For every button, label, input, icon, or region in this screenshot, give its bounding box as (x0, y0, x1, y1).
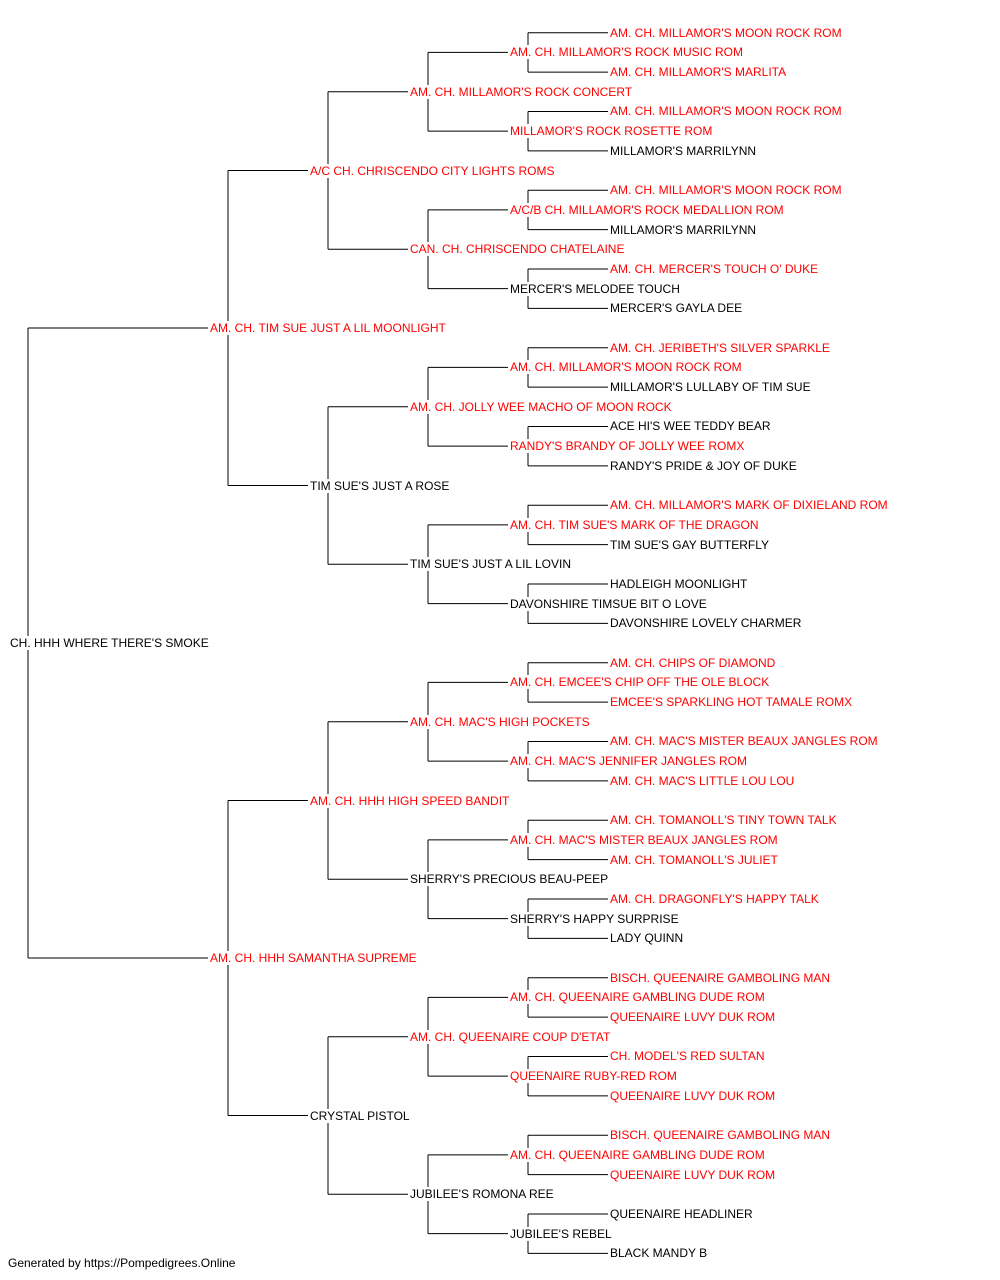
pedigree-great-grandparent-name: TIM SUE'S JUST A LIL LOVIN (408, 557, 574, 572)
pedigree-great-grandparent-name: AM. CH. JOLLY WEE MACHO OF MOON ROCK (408, 399, 674, 414)
pedigree-ggg-grandparent-name: AM. CH. JERIBETH'S SILVER SPARKLE (608, 340, 832, 355)
pedigree-parent-name: AM. CH. HHH SAMANTHA SUPREME (208, 951, 419, 965)
pedigree-great-grandparent-name: AM. CH. MAC'S HIGH POCKETS (408, 714, 592, 729)
pedigree-ggg-grandparent-name: AM. CH. MAC'S LITTLE LOU LOU (608, 773, 797, 788)
pedigree-gg-grandparent-name: AM. CH. TIM SUE'S MARK OF THE DRAGON (508, 517, 761, 532)
pedigree-ggg-grandparent-name: AM. CH. DRAGONFLY'S HAPPY TALK (608, 891, 821, 906)
pedigree-gg-grandparent-name: DAVONSHIRE TIMSUE BIT O LOVE (508, 596, 709, 611)
pedigree-grandparent-name: CRYSTAL PISTOL (308, 1108, 412, 1123)
pedigree-gg-grandparent-name: SHERRY'S HAPPY SURPRISE (508, 911, 681, 926)
pedigree-ggg-grandparent-name: RANDY'S PRIDE & JOY OF DUKE (608, 458, 799, 473)
pedigree-great-grandparent-name: AM. CH. QUEENAIRE COUP D'ETAT (408, 1029, 613, 1044)
pedigree-ggg-grandparent-name: QUEENAIRE LUVY DUK ROM (608, 1167, 778, 1182)
pedigree-gg-grandparent-name: AM. CH. MILLAMOR'S MOON ROCK ROM (508, 360, 744, 375)
pedigree-ggg-grandparent-name: TIM SUE'S GAY BUTTERFLY (608, 537, 771, 552)
pedigree-gg-grandparent-name: A/C/B CH. MILLAMOR'S ROCK MEDALLION ROM (508, 202, 786, 217)
pedigree-ggg-grandparent-name: BLACK MANDY B (608, 1246, 710, 1261)
pedigree-ggg-grandparent-name: AM. CH. MILLAMOR'S MARLITA (608, 65, 789, 80)
pedigree-ggg-grandparent-name: QUEENAIRE LUVY DUK ROM (608, 1010, 778, 1025)
pedigree-ggg-grandparent-name: AM. CH. TOMANOLL'S JULIET (608, 852, 780, 867)
pedigree-ggg-grandparent-name: BISCH. QUEENAIRE GAMBOLING MAN (608, 970, 833, 985)
pedigree-ggg-grandparent-name: CH. MODEL'S RED SULTAN (608, 1049, 767, 1064)
pedigree-ggg-grandparent-name: AM. CH. MILLAMOR'S MOON ROCK ROM (608, 183, 844, 198)
pedigree-great-grandparent-name: JUBILEE'S ROMONA REE (408, 1187, 556, 1202)
pedigree-ggg-grandparent-name: MILLAMOR'S LULLABY OF TIM SUE (608, 380, 813, 395)
pedigree-ggg-grandparent-name: ACE HI'S WEE TEDDY BEAR (608, 419, 773, 434)
pedigree-parent-name: AM. CH. TIM SUE JUST A LIL MOONLIGHT (208, 321, 448, 335)
pedigree-gg-grandparent-name: AM. CH. EMCEE'S CHIP OFF THE OLE BLOCK (508, 675, 772, 690)
pedigree-gg-grandparent-name: AM. CH. QUEENAIRE GAMBLING DUDE ROM (508, 990, 767, 1005)
pedigree-ggg-grandparent-name: AM. CH. TOMANOLL'S TINY TOWN TALK (608, 813, 839, 828)
pedigree-gg-grandparent-name: JUBILEE'S REBEL (508, 1226, 614, 1241)
pedigree-ggg-grandparent-name: QUEENAIRE HEADLINER (608, 1206, 755, 1221)
pedigree-gg-grandparent-name: AM. CH. MILLAMOR'S ROCK MUSIC ROM (508, 45, 745, 60)
footer-credit: Generated by https://Pompedigrees.Online (8, 1256, 236, 1270)
pedigree-grandparent-name: TIM SUE'S JUST A ROSE (308, 478, 452, 493)
pedigree-ggg-grandparent-name: HADLEIGH MOONLIGHT (608, 576, 750, 591)
pedigree-ggg-grandparent-name: AM. CH. MAC'S MISTER BEAUX JANGLES ROM (608, 734, 880, 749)
pedigree-ggg-grandparent-name: LADY QUINN (608, 931, 686, 946)
pedigree-ggg-grandparent-name: EMCEE'S SPARKLING HOT TAMALE ROMX (608, 695, 855, 710)
pedigree-ggg-grandparent-name: BISCH. QUEENAIRE GAMBOLING MAN (608, 1128, 833, 1143)
pedigree-ggg-grandparent-name: AM. CH. MILLAMOR'S MARK OF DIXIELAND ROM (608, 498, 890, 513)
pedigree-ggg-grandparent-name: QUEENAIRE LUVY DUK ROM (608, 1088, 778, 1103)
pedigree-gg-grandparent-name: AM. CH. QUEENAIRE GAMBLING DUDE ROM (508, 1147, 767, 1162)
pedigree-ggg-grandparent-name: MILLAMOR'S MARRILYNN (608, 222, 759, 237)
pedigree-gg-grandparent-name: RANDY'S BRANDY OF JOLLY WEE ROMX (508, 439, 747, 454)
pedigree-ggg-grandparent-name: AM. CH. CHIPS OF DIAMOND (608, 655, 778, 670)
pedigree-gg-grandparent-name: MERCER'S MELODEE TOUCH (508, 281, 682, 296)
pedigree-gg-grandparent-name: QUEENAIRE RUBY-RED ROM (508, 1069, 679, 1084)
pedigree-great-grandparent-name: SHERRY'S PRECIOUS BEAU-PEEP (408, 872, 611, 887)
pedigree-ggg-grandparent-name: DAVONSHIRE LOVELY CHARMER (608, 616, 804, 631)
pedigree-ggg-grandparent-name: MILLAMOR'S MARRILYNN (608, 143, 759, 158)
pedigree-ggg-grandparent-name: MERCER'S GAYLA DEE (608, 301, 745, 316)
pedigree-gg-grandparent-name: AM. CH. MAC'S JENNIFER JANGLES ROM (508, 754, 749, 769)
pedigree-great-grandparent-name: CAN. CH. CHRISCENDO CHATELAINE (408, 242, 627, 257)
pedigree-great-grandparent-name: AM. CH. MILLAMOR'S ROCK CONCERT (408, 84, 635, 99)
pedigree-subject-name: CH. HHH WHERE THERE'S SMOKE (8, 636, 211, 650)
pedigree-gg-grandparent-name: MILLAMOR'S ROCK ROSETTE ROM (508, 124, 715, 139)
pedigree-gg-grandparent-name: AM. CH. MAC'S MISTER BEAUX JANGLES ROM (508, 832, 780, 847)
pedigree-grandparent-name: A/C CH. CHRISCENDO CITY LIGHTS ROMS (308, 163, 557, 178)
pedigree-ggg-grandparent-name: AM. CH. MERCER'S TOUCH O' DUKE (608, 261, 821, 276)
pedigree-ggg-grandparent-name: AM. CH. MILLAMOR'S MOON ROCK ROM (608, 25, 844, 40)
pedigree-ggg-grandparent-name: AM. CH. MILLAMOR'S MOON ROCK ROM (608, 104, 844, 119)
pedigree-grandparent-name: AM. CH. HHH HIGH SPEED BANDIT (308, 793, 512, 808)
